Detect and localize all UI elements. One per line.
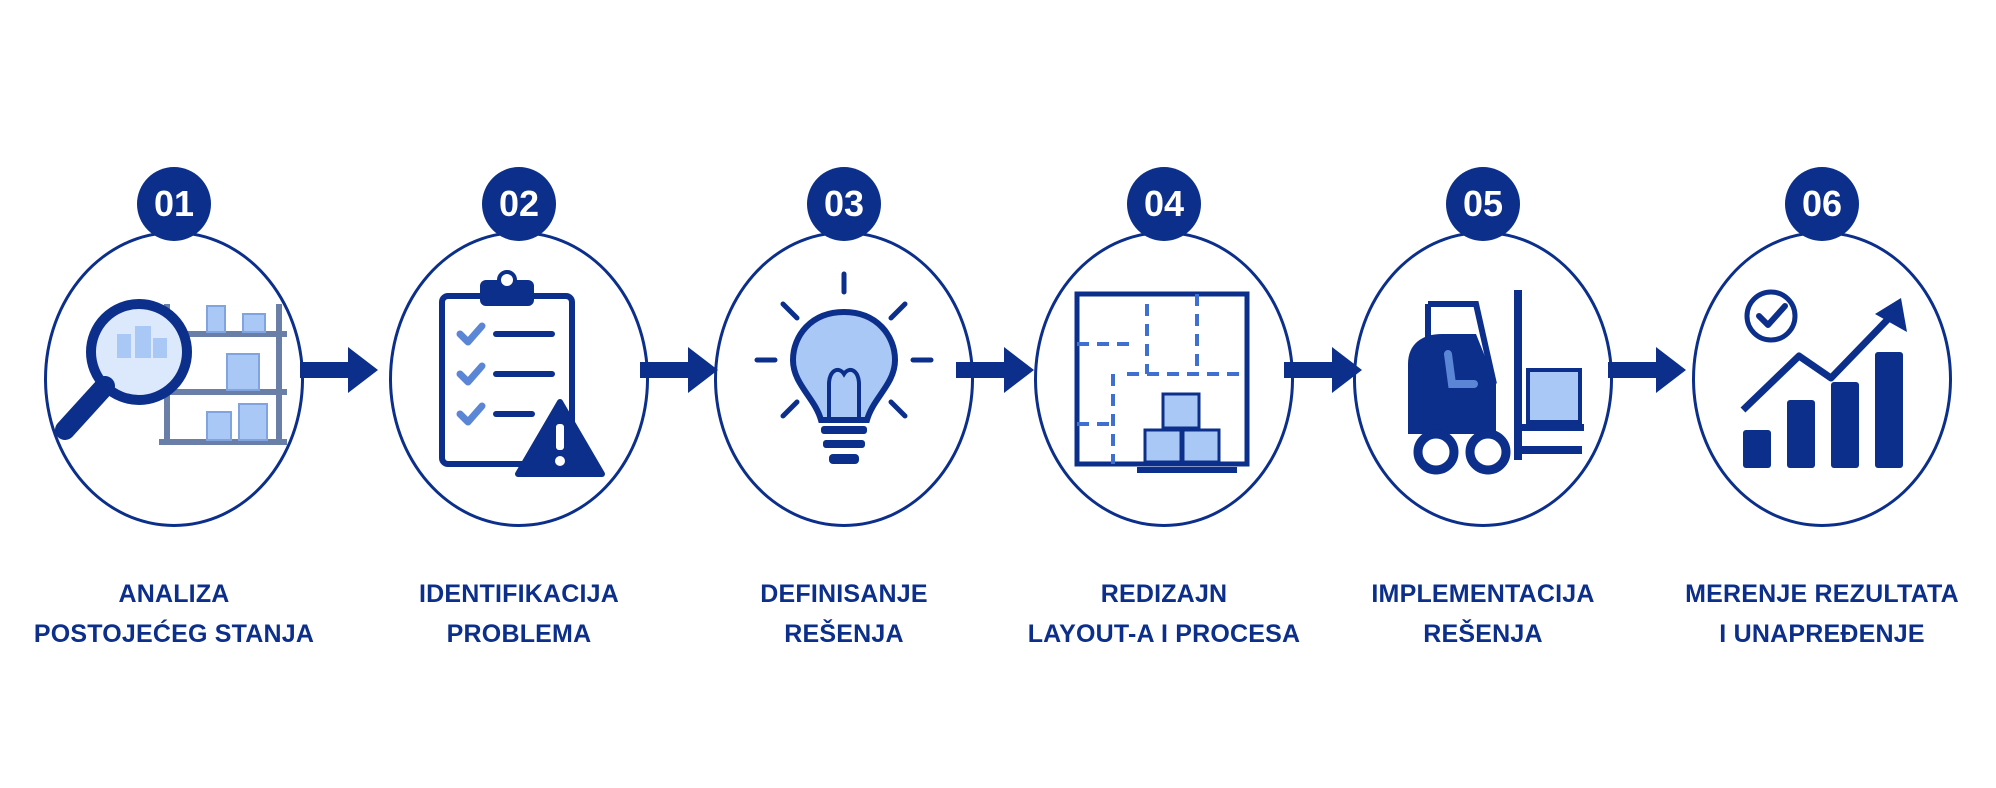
step-number-badge: 06 xyxy=(1785,167,1859,241)
step-icon-circle xyxy=(1692,231,1952,527)
arrow-right-icon xyxy=(1608,347,1686,393)
step-label: IDENTIFIKACIJA PROBLEMA xyxy=(418,580,620,648)
step-number-badge: 04 xyxy=(1127,167,1201,241)
forklift-icon xyxy=(1408,290,1584,475)
step-label: REDIZAJN LAYOUT-A I PROCESA xyxy=(1027,580,1301,648)
step-number-badge: 05 xyxy=(1446,167,1520,241)
clipboard-warning-icon xyxy=(439,270,605,477)
step-1: 01 xyxy=(14,0,334,788)
arrow-right-icon xyxy=(300,347,378,393)
step-number-badge: 01 xyxy=(137,167,211,241)
step-5: 05 IMPLEMENTACIJA REŠENJA xyxy=(1323,0,1643,788)
step-label: IMPLEMENTACIJA REŠENJA xyxy=(1371,580,1595,648)
step-6: 06 MERENJE REZULTATA I UNAPREĐENJE xyxy=(1662,0,1982,788)
arrow-right-icon xyxy=(640,347,718,393)
step-number-badge: 02 xyxy=(482,167,556,241)
lightbulb-icon xyxy=(754,271,934,464)
step-icon-circle xyxy=(714,231,974,527)
floor-plan-boxes-icon xyxy=(1074,291,1250,473)
step-icon-circle xyxy=(44,231,304,527)
step-3: 03 xyxy=(684,0,1004,788)
arrow-right-icon xyxy=(1284,347,1362,393)
step-icon-circle xyxy=(389,231,649,527)
step-label: DEFINISANJE REŠENJA xyxy=(760,580,928,648)
magnifier-shelves-icon xyxy=(55,299,287,445)
step-icon-circle xyxy=(1353,231,1613,527)
arrow-right-icon xyxy=(956,347,1034,393)
step-label: MERENJE REZULTATA I UNAPREĐENJE xyxy=(1685,580,1959,648)
step-icon-circle xyxy=(1034,231,1294,527)
growth-chart-icon xyxy=(1740,289,1907,468)
step-label: ANALIZA POSTOJEĆEG STANJA xyxy=(33,580,315,648)
step-4: 04 REDIZAJN xyxy=(1004,0,1324,788)
step-2: 02 IDENTI xyxy=(359,0,679,788)
step-number-badge: 03 xyxy=(807,167,881,241)
